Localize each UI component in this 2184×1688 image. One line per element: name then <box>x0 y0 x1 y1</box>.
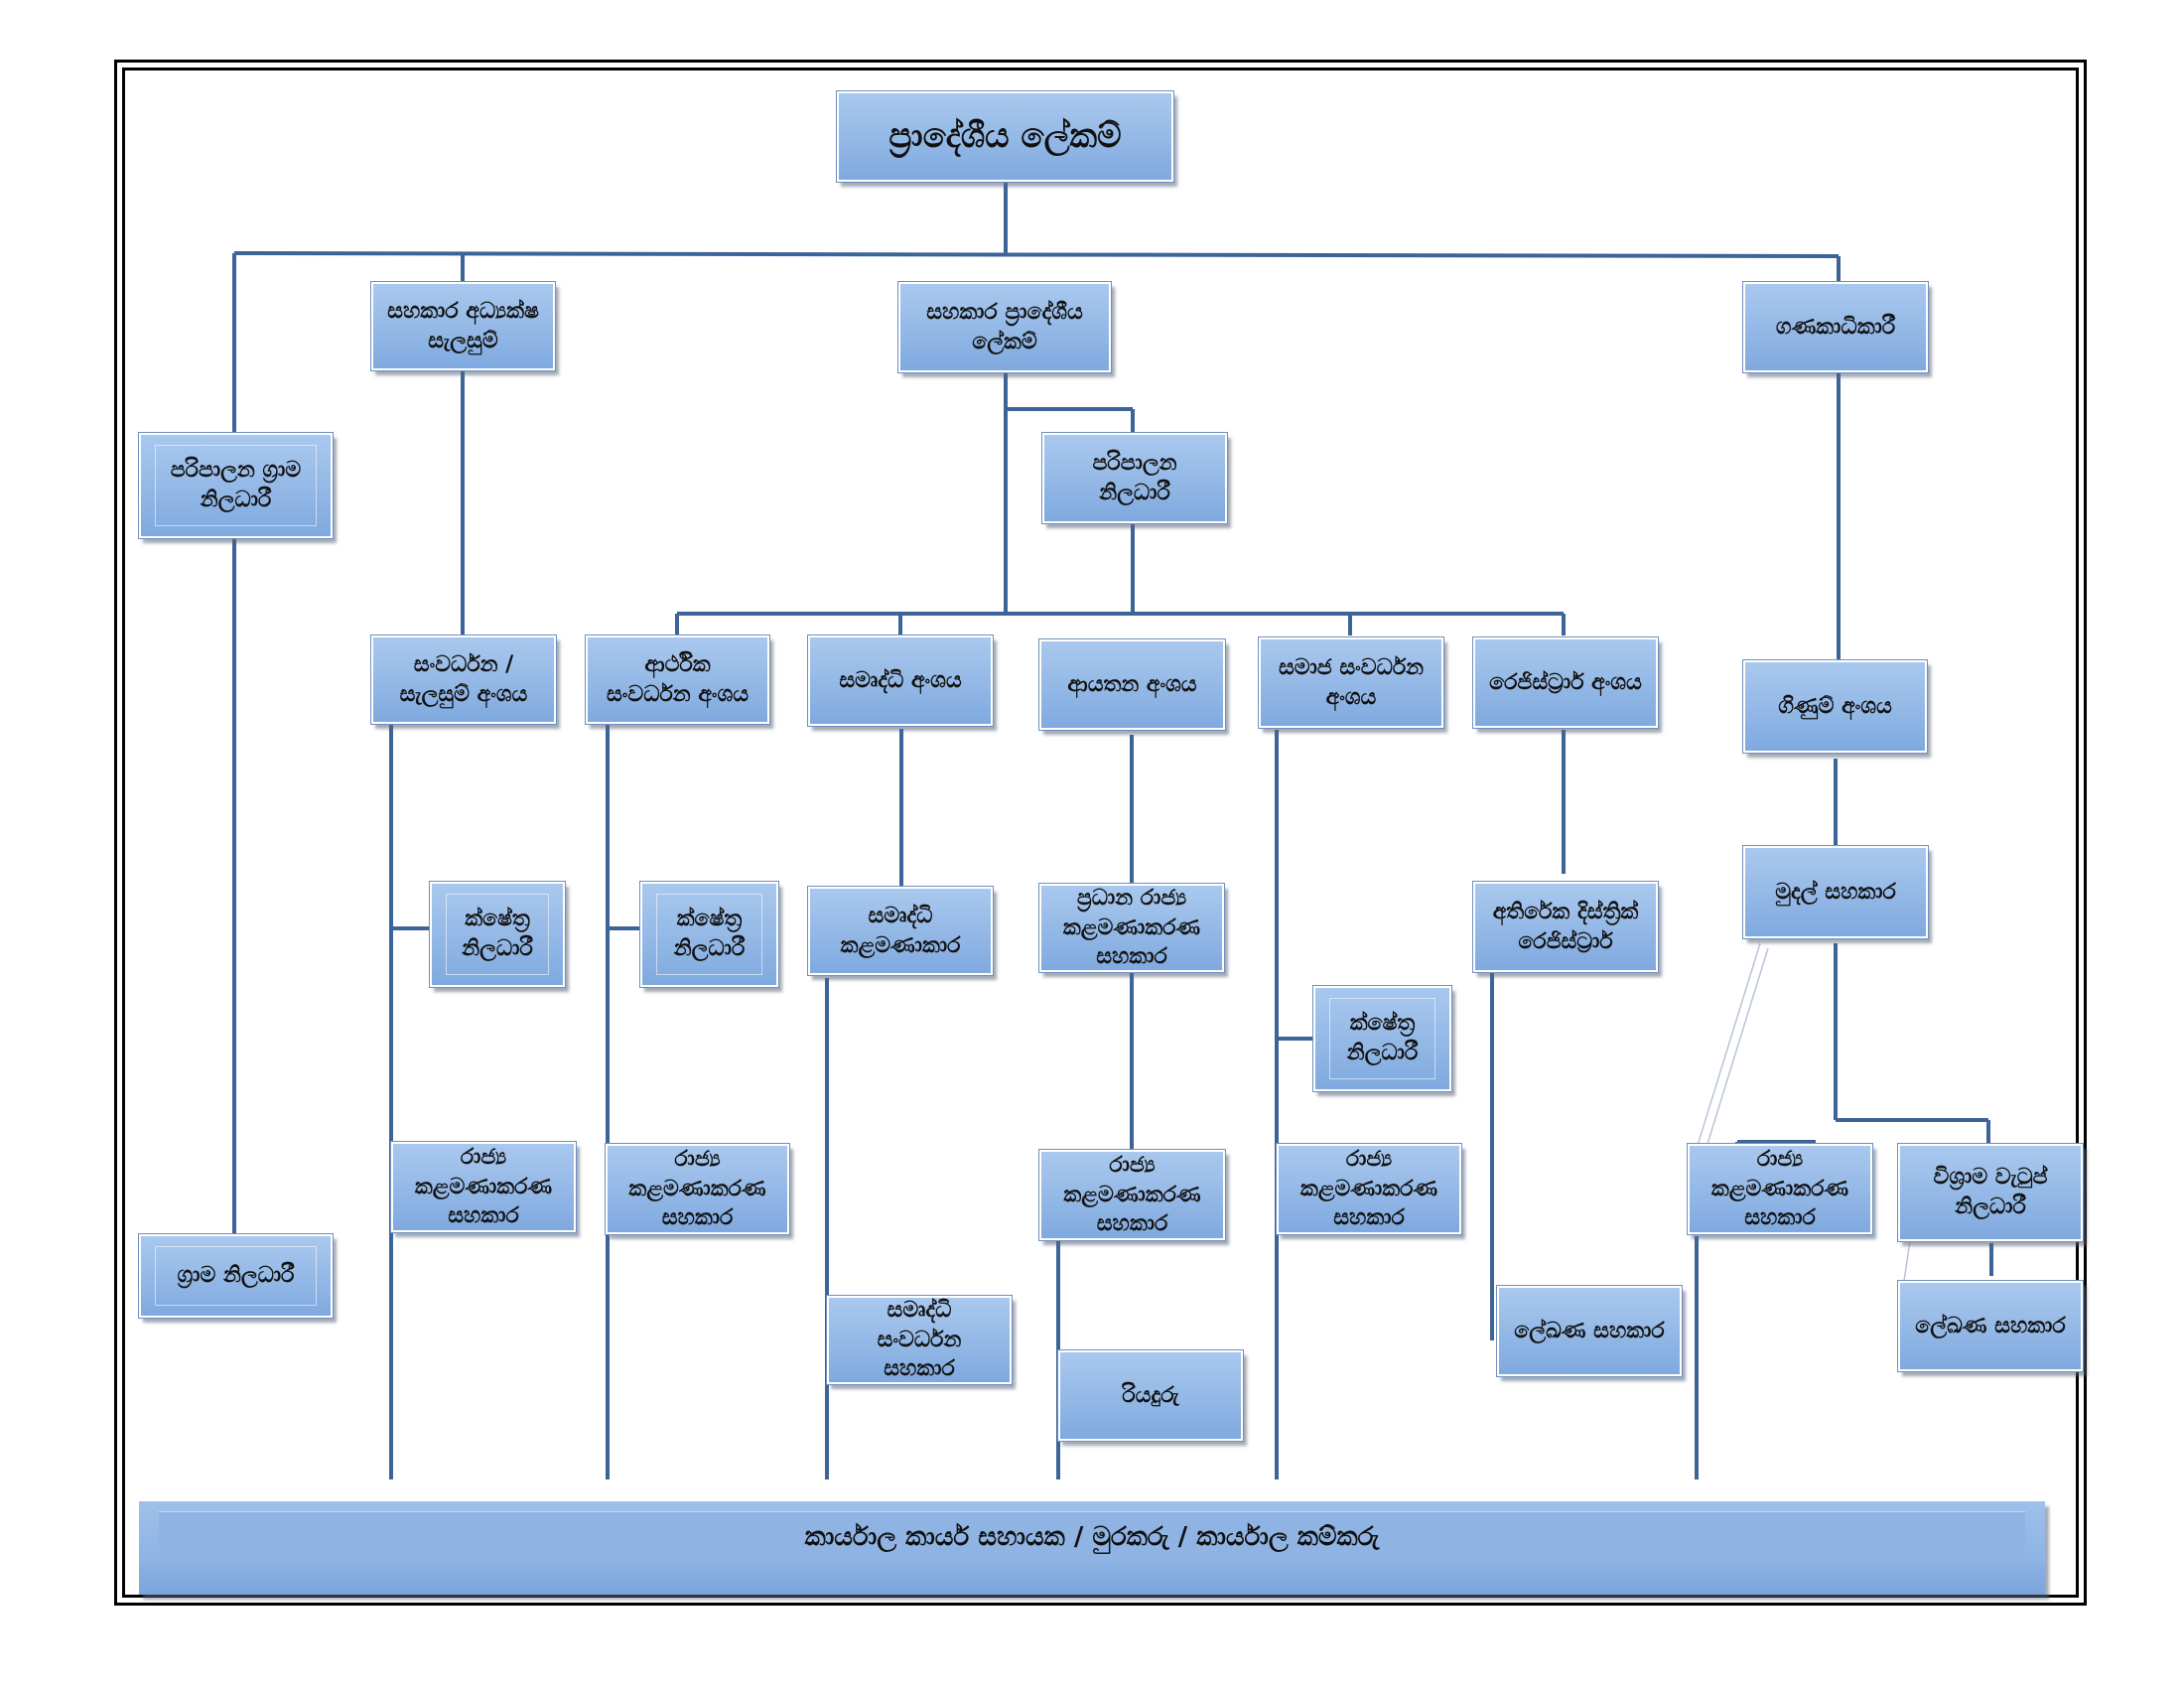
dev-planning-division-box: සංවර්ධන / සැලසුම් අංශය <box>370 634 557 725</box>
samurdhi-dev-assistant-label: සමෘද්ධි සංවර්ධන සහකාර <box>877 1297 962 1382</box>
cashier-label: මුදල් සහකාර <box>1775 879 1896 905</box>
clerical-assistant-1-box: ලේඛණ සහකාර <box>1496 1285 1683 1377</box>
grama-niladhari-box: ග්‍රාම නිලධාරී <box>138 1233 334 1319</box>
field-officer-3-box: ක්ෂේත්‍ර නිලධාරී <box>1312 985 1452 1092</box>
clerical-assistant-1-label: ලේඛණ සහකාර <box>1514 1318 1665 1343</box>
asst-divisional-secretary-box: සහකාර ප්‍රාදේශීය ලේකම් <box>897 281 1112 373</box>
registrar-division-label: රෙජිස්ට්‍රාර් අංශය <box>1489 669 1642 695</box>
outer-frame <box>114 60 2087 1606</box>
field-officer-2-box: ක්ෂේත්‍ර නිලධාරී <box>639 881 779 988</box>
mgmt-assistant-5-label: රාජ්‍ය කළමණාකරණ සහකාර <box>1710 1146 1849 1231</box>
mgmt-assistant-4-label: රාජ්‍ය කළමණාකරණ සහකාර <box>1299 1146 1438 1231</box>
divisional-secretary-label: ප්‍රාදේශීය ලේකම් <box>888 115 1122 156</box>
pension-officer-box: විශ්‍රාම වැටුප් නිලධාරී <box>1897 1143 2084 1242</box>
mgmt-assistant-1-box: රාජ්‍ය කළමණාකරණ සහකාර <box>390 1141 577 1233</box>
clerical-assistant-2-box: ලේඛණ සහකාර <box>1897 1280 2084 1372</box>
field-officer-2-label: ක්ෂේත්‍ර නිලධාරී <box>673 907 746 961</box>
field-officer-3-label: ක්ෂේත්‍ර නිලධාරී <box>1346 1011 1419 1065</box>
grama-niladhari-label: ග්‍රාම නිලධාරී <box>177 1263 295 1289</box>
admin-grama-niladhari-box: පරිපාලන ග්‍රාම නිලධාරී <box>138 432 334 539</box>
admin-officer-box: පරිපාලන නිලධාරී <box>1041 432 1228 524</box>
samurdhi-manager-label: සමෘද්ධි කළමණාකාර <box>840 903 961 958</box>
mgmt-assistant-4-box: රාජ්‍ය කළමණාකරණ සහකාර <box>1276 1143 1462 1235</box>
samurdhi-dev-assistant-box: සමෘද්ධි සංවර්ධන සහකාර <box>826 1295 1013 1385</box>
admin-officer-label: පරිපාලන නිලධාරී <box>1092 450 1177 505</box>
admin-grama-niladhari-label: පරිපාලන ග්‍රාම නිලධාරී <box>170 458 302 512</box>
mgmt-assistant-2-label: රාජ්‍ය කළමණාකරණ සහකාර <box>628 1146 766 1231</box>
accounts-division-box: ගිණුම් අංශය <box>1742 659 1928 754</box>
field-officer-1-box: ක්ෂේත්‍ර නිලධාරී <box>429 881 566 988</box>
samurdhi-division-box: සමෘද්ධි අංශය <box>807 634 994 727</box>
accountant-label: ගණකාධිකාරී <box>1775 314 1896 340</box>
divisional-secretary-box: ප්‍රාදේශීය ලේකම් <box>836 90 1174 183</box>
asst-director-planning-label: සහකාර අධ්‍යක්ෂ සැලසුම් <box>387 298 539 353</box>
field-officer-1-label: ක්ෂේත්‍ර නිලධාරී <box>462 907 533 961</box>
connector-line-faint <box>1703 947 1769 1158</box>
clerical-assistant-2-label: ලේඛණ සහකාර <box>1915 1313 2066 1338</box>
cashier-box: මුදල් සහකාර <box>1742 845 1929 939</box>
dev-planning-division-label: සංවර්ධන / සැලසුම් අංශය <box>399 651 528 707</box>
mgmt-assistant-2-box: රාජ්‍ය කළමණාකරණ සහකාර <box>605 1143 790 1235</box>
economic-dev-division-label: ආර්ථික සංවර්ධන අංශය <box>606 651 750 707</box>
mgmt-assistant-3-box: රාජ්‍ය කළමණාකරණ සහකාර <box>1038 1149 1226 1241</box>
pension-officer-label: විශ්‍රාම වැටුප් නිලධාරී <box>1933 1165 2048 1219</box>
social-dev-division-label: සමාජ සංවර්ධන අංශය <box>1278 654 1425 710</box>
samurdhi-manager-box: සමෘද්ධි කළමණාකාර <box>807 886 994 976</box>
accountant-box: ගණකාධිකාරී <box>1742 281 1929 373</box>
mgmt-assistant-5-box: රාජ්‍ය කළමණාකරණ සහකාර <box>1687 1143 1873 1235</box>
institution-division-box: ආයතන අංශය <box>1038 638 1226 731</box>
registrar-division-box: රෙජිස්ට්‍රාර් අංශය <box>1472 636 1659 729</box>
institution-division-label: ආයතන අංශය <box>1067 671 1197 697</box>
mgmt-assistant-1-label: රාජ්‍ය කළමණාකරණ සහකාර <box>414 1144 553 1229</box>
economic-dev-division-box: ආර්ථික සංවර්ධන අංශය <box>585 634 770 725</box>
asst-director-planning-box: සහකාර අධ්‍යක්ෂ සැලසුම් <box>370 281 556 371</box>
connector-line-faint <box>1695 942 1761 1153</box>
additional-district-registrar-label: අතිරේක දිස්ත්‍රික් රෙජිස්ට්‍රාර් <box>1492 899 1639 954</box>
driver-label: රියදුරු <box>1122 1382 1179 1408</box>
bottom-staff-bar-inner: කාර්යාල කාර්ය සහායක / මුරකරු / කාර්යාල ක… <box>159 1511 2025 1562</box>
asst-divisional-secretary-label: සහකාර ප්‍රාදේශීය ලේකම් <box>926 299 1083 354</box>
accounts-division-label: ගිණුම් අංශය <box>1778 693 1892 719</box>
samurdhi-division-label: සමෘද්ධි අංශය <box>839 667 962 693</box>
driver-box: රියදුරු <box>1057 1349 1244 1442</box>
chief-mgmt-assistant-box: ප්‍රධාන රාජ්‍ය කළමණාකරණ සහකාර <box>1038 883 1225 973</box>
additional-district-registrar-box: අතිරේක දිස්ත්‍රික් රෙජිස්ට්‍රාර් <box>1472 881 1659 973</box>
social-dev-division-box: සමාජ සංවර්ධන අංශය <box>1258 636 1444 729</box>
chief-mgmt-assistant-label: ප්‍රධාන රාජ්‍ය කළමණාකරණ සහකාර <box>1062 885 1201 970</box>
mgmt-assistant-3-label: රාජ්‍ය කළමණාකරණ සහකාර <box>1063 1152 1201 1237</box>
inner-frame <box>122 68 2079 1598</box>
bottom-staff-label: කාර්යාල කාර්ය සහායක / මුරකරු / කාර්යාල ක… <box>804 1521 1380 1552</box>
connector-line <box>233 251 1840 258</box>
